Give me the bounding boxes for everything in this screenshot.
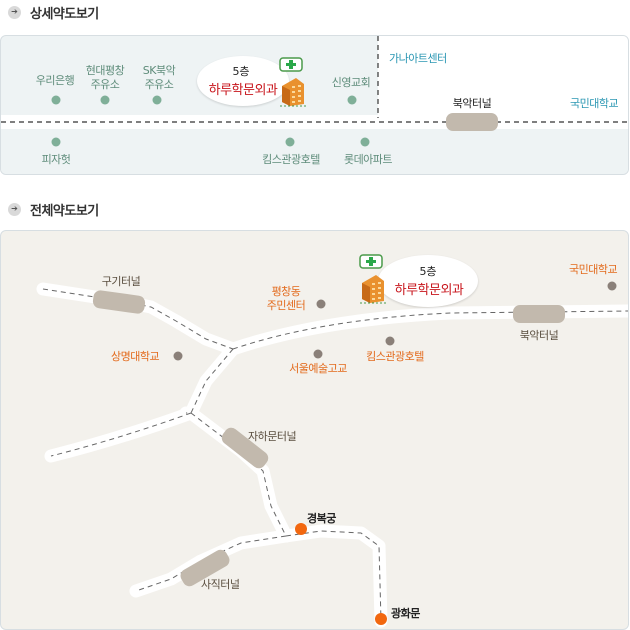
label-hyundai-gas-2: 주유소 bbox=[90, 78, 120, 91]
label-sk-gas-2: 주유소 bbox=[144, 78, 174, 91]
label-pyeongchang-center-1: 평창동 bbox=[271, 285, 301, 298]
lotte-apt-marker bbox=[360, 137, 370, 147]
sk-gas-marker bbox=[152, 95, 162, 105]
gyeongbokgung-marker bbox=[295, 523, 307, 535]
bukak-tunnel-detail bbox=[446, 113, 498, 131]
label-kings-hotel-overview: 킴스관광호텔 bbox=[366, 350, 424, 363]
detail-roads bbox=[1, 36, 628, 174]
overview-clinic-name: 하루학문외과 bbox=[394, 283, 464, 298]
detail-section-title: 상세약도보기 bbox=[30, 6, 99, 22]
label-lotte-apt: 롯데아파트 bbox=[343, 153, 393, 166]
label-seoul-arts-hs: 서울예술고교 bbox=[289, 362, 347, 375]
label-jaha-tunnel: 자하문터널 bbox=[248, 430, 297, 443]
kings-hotel-overview-marker bbox=[385, 336, 395, 346]
label-sinyoung-church: 신영교회 bbox=[331, 76, 371, 89]
detail-clinic-name: 하루학문외과 bbox=[208, 83, 278, 98]
detail-section-header: ➔ 상세약도보기 bbox=[8, 2, 99, 22]
pyeongchang-center-marker bbox=[316, 299, 326, 309]
bukak-tunnel-overview bbox=[513, 305, 565, 323]
woori-bank-marker bbox=[51, 95, 61, 105]
label-woori-bank: 우리은행 bbox=[35, 74, 75, 87]
seoul-arts-hs-marker bbox=[313, 349, 323, 359]
label-kookmin-univ-overview: 국민대학교 bbox=[569, 263, 618, 276]
label-gyeongbokgung: 경복궁 bbox=[307, 512, 336, 525]
overview-map: 구기터널 상명대학교 평창동 주민센터 서울예술고교 킴스관광호텔 5층 하루학… bbox=[0, 230, 629, 630]
label-sk-gas-1: SK북악 bbox=[142, 64, 176, 77]
hospital-building-icon[interactable] bbox=[277, 56, 307, 108]
overview-section-header: ➔ 전체약도보기 bbox=[8, 199, 99, 219]
label-bukak-tunnel-overview: 북악터널 bbox=[519, 329, 559, 342]
kookmin-univ-marker bbox=[607, 281, 617, 291]
label-kings-hotel-detail: 킴스관광호텔 bbox=[262, 153, 320, 166]
circle-arrow-icon: ➔ bbox=[8, 202, 21, 216]
overview-section-title: 전체약도보기 bbox=[30, 203, 99, 219]
label-hyundai-gas-1: 현대평창 bbox=[85, 64, 125, 77]
kings-hotel-detail-marker bbox=[285, 137, 295, 147]
label-gwanghwamun: 광화문 bbox=[391, 607, 420, 620]
label-bukak-tunnel-detail: 북악터널 bbox=[452, 97, 492, 110]
label-sajik-tunnel: 사직터널 bbox=[201, 578, 240, 591]
circle-arrow-icon: ➔ bbox=[8, 5, 21, 19]
hospital-building-icon[interactable] bbox=[357, 253, 387, 305]
detail-map: 우리은행 현대평창 주유소 SK북악 주유소 5층 하루학문외과 신영교회 가나… bbox=[0, 35, 629, 175]
detail-clinic-bubble bbox=[197, 56, 289, 106]
label-ganait-center: 가나아트센터 bbox=[389, 52, 447, 65]
pizza-hut-marker bbox=[51, 137, 61, 147]
overview-clinic-bubble bbox=[378, 255, 478, 307]
sinyoung-church-marker bbox=[347, 95, 357, 105]
label-kookmin-univ-detail: 국민대학교 bbox=[570, 97, 619, 110]
label-pizza-hut: 피자헛 bbox=[41, 153, 71, 166]
hyundai-gas-marker bbox=[100, 95, 110, 105]
detail-clinic-floor: 5층 bbox=[232, 65, 250, 78]
label-sangmyung-univ: 상명대학교 bbox=[111, 350, 160, 363]
sangmyung-univ-marker bbox=[173, 351, 183, 361]
label-gugi-tunnel: 구기터널 bbox=[101, 275, 141, 288]
label-pyeongchang-center-2: 주민센터 bbox=[266, 299, 306, 312]
gwanghwamun-marker bbox=[375, 613, 387, 625]
overview-clinic-floor: 5층 bbox=[419, 265, 437, 278]
